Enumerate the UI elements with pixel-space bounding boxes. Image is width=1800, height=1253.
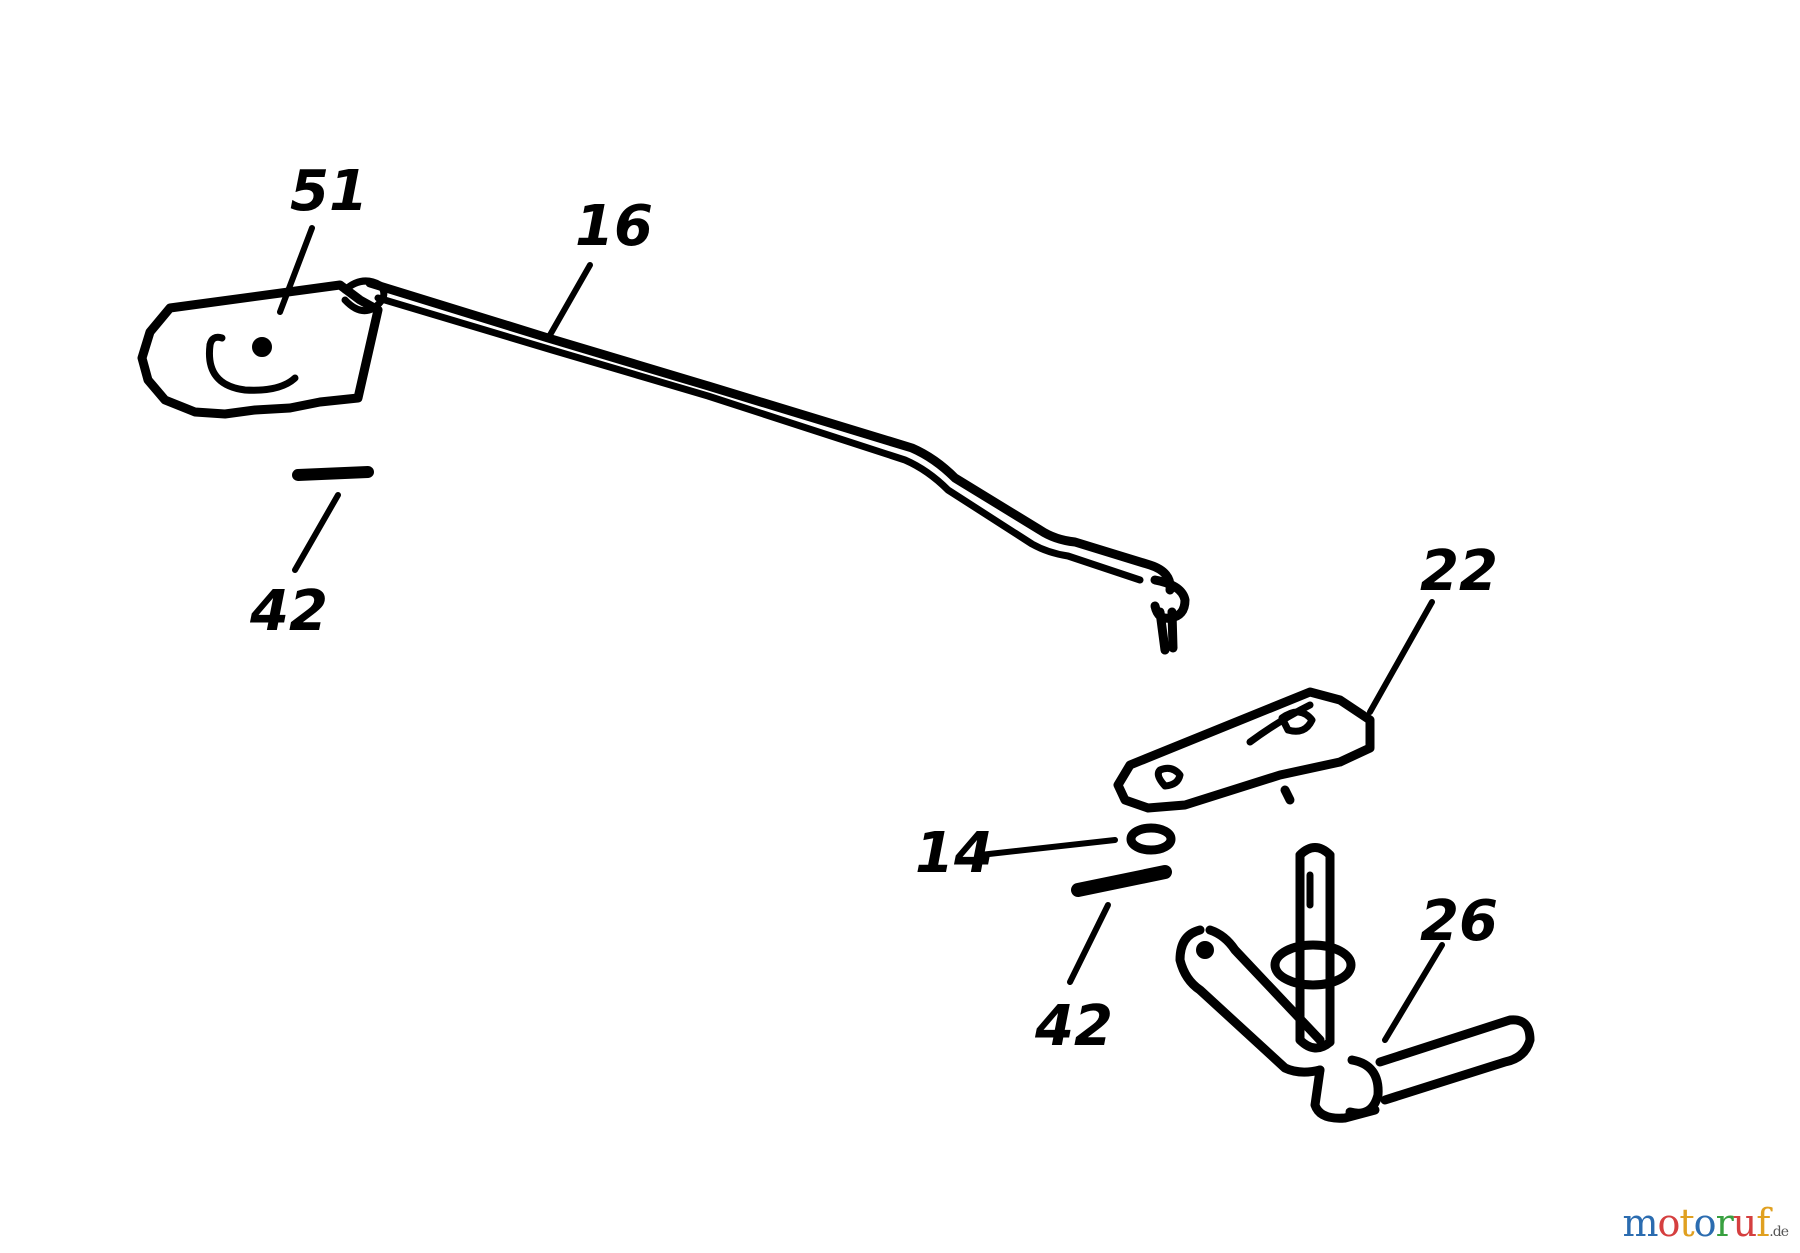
leader-42-upper bbox=[292, 492, 341, 573]
watermark-letters: motoruf bbox=[1622, 1201, 1770, 1245]
watermark-letter: o bbox=[1693, 1201, 1717, 1245]
watermark-letter: t bbox=[1679, 1201, 1694, 1245]
part-14-washer bbox=[1126, 823, 1176, 855]
part-22-link bbox=[1113, 687, 1375, 813]
label-part-51: 51 bbox=[290, 159, 368, 224]
label-part-42-upper: 42 bbox=[249, 579, 328, 644]
label-part-26: 26 bbox=[1420, 889, 1498, 954]
part-42-lower-clip bbox=[1071, 865, 1172, 897]
watermark-letter: r bbox=[1715, 1201, 1734, 1245]
motoruf-watermark-logo: motoruf.de bbox=[1622, 1201, 1789, 1245]
watermark-letter: f bbox=[1756, 1201, 1770, 1245]
part-42-upper-clip bbox=[292, 466, 374, 481]
label-part-22: 22 bbox=[1420, 539, 1498, 604]
leader-42-lower bbox=[1067, 902, 1111, 985]
leader-26 bbox=[1382, 942, 1445, 1043]
label-part-42-lower: 42 bbox=[1034, 994, 1113, 1059]
label-part-14: 14 bbox=[915, 821, 993, 886]
leader-16 bbox=[547, 262, 593, 338]
leader-22 bbox=[1367, 599, 1435, 715]
part-26-bellcrank bbox=[1175, 843, 1535, 1123]
part-51-plate bbox=[137, 277, 388, 419]
watermark-letter: o bbox=[1657, 1201, 1681, 1245]
watermark-suffix: .de bbox=[1769, 1224, 1789, 1240]
part-16-rod bbox=[365, 278, 1190, 655]
watermark-letter: u bbox=[1732, 1201, 1758, 1245]
leader-14 bbox=[977, 837, 1118, 858]
label-part-16: 16 bbox=[575, 194, 653, 259]
watermark-letter: m bbox=[1622, 1201, 1658, 1245]
leader-51 bbox=[277, 225, 315, 315]
leader-lines bbox=[277, 225, 1445, 1043]
